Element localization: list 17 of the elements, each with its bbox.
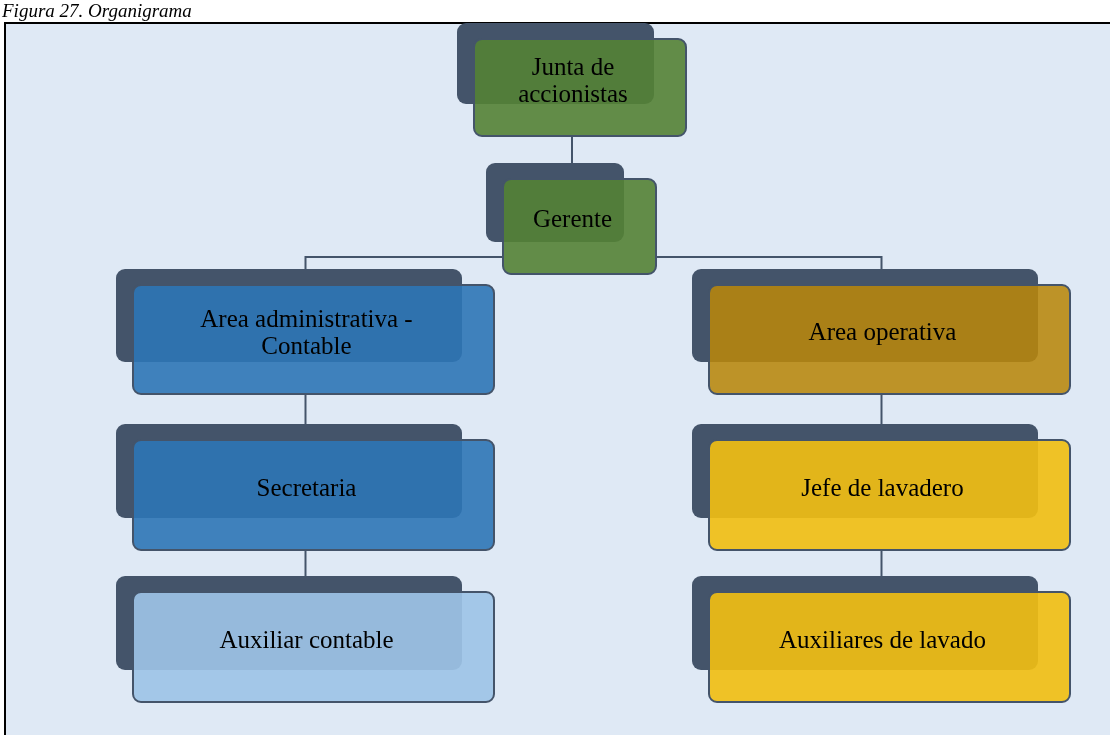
position-box [502,178,657,275]
position-label: Area administrativa - Contable [199,306,414,359]
position-box [473,38,687,137]
position-box [708,284,1071,395]
position-box [708,591,1071,703]
figure-title: Figura 27. Organigrama [2,0,192,22]
position-label: Gerente [532,206,614,233]
position-box [132,284,495,395]
position-label: Secretaria [256,474,358,502]
position-label: Junta de accionistas [517,54,629,107]
position-label: Auxiliar contable [219,626,395,654]
position-label: Auxiliares de lavado [779,626,987,654]
position-label: Jefe de lavadero [801,474,965,502]
position-label: Area operativa [808,319,958,346]
position-box [132,591,495,703]
position-box [132,439,495,551]
position-box [708,439,1071,551]
